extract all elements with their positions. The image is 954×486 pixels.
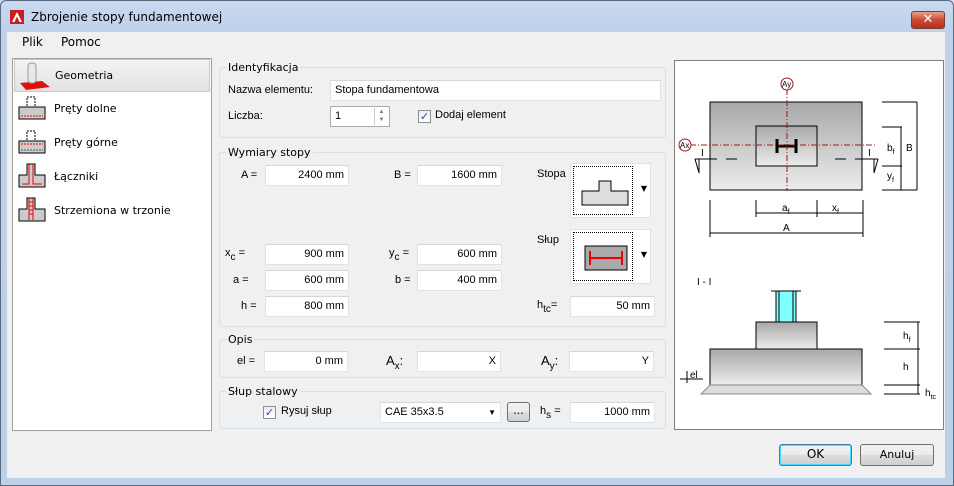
a-input[interactable]: 600 mm [265,270,349,291]
nav-item-prety-gorne[interactable]: Pręty górne [14,127,210,160]
yf-label: yf [887,171,894,184]
column-type-label: Słup [537,234,560,246]
h-dimension-label: h [903,362,909,373]
footing-type-picker[interactable]: ▼ [570,163,651,218]
identification-title: Identyfikacja [226,61,301,74]
ax-label: Ax: [386,353,404,372]
nav-label: Strzemiona w trzonie [54,204,171,217]
ok-button[interactable]: OK [779,444,852,466]
htc-label: htc= [537,299,558,315]
footing-shape-icon [581,180,629,206]
draw-column-label: Rysuj słup [281,405,332,417]
profile-select[interactable]: CAE 35x3.5 ▼ [380,402,501,423]
close-button[interactable]: ✕ [911,11,945,29]
column-type-picker[interactable]: ▼ [570,229,651,284]
nav-label: Pręty dolne [54,102,117,115]
nav-label: Łączniki [54,170,99,183]
identification-group [219,67,666,138]
pedestal-elevation [755,321,818,350]
menu-help[interactable]: Pomoc [61,35,101,49]
B-input[interactable]: 1600 mm [417,165,502,186]
A-input[interactable]: 2400 mm [265,165,349,186]
el-dimension-label: el [690,370,698,381]
nav-item-laczniki[interactable]: Łączniki [14,161,210,194]
footing-type-label: Stopa [537,168,566,180]
hf-label: hf [903,331,911,344]
count-label: Liczba: [228,110,263,122]
htc-dimension-label: htc [925,388,937,401]
A-label: A = [241,169,258,181]
bottom-bars-icon [18,96,46,120]
section-mark-left: I [701,148,704,159]
profile-value: CAE 35x3.5 [385,406,444,418]
af-label: af [782,203,790,216]
steel-column-title: Słup stalowy [226,385,300,398]
nav-item-prety-dolne[interactable]: Pręty dolne [14,93,210,126]
description-title: Opis [226,333,255,346]
browse-profile-button[interactable]: ... [507,402,530,422]
title-bar[interactable]: Zbrojenie stopy fundamentowej ✕ [1,1,953,33]
nav-item-strzemiona[interactable]: Strzemiona w trzonie [14,195,210,228]
dimensions-title: Wymiary stopy [226,146,313,159]
steel-column-section-icon [584,245,628,271]
window-title: Zbrojenie stopy fundamentowej [31,10,223,24]
chevron-down-icon[interactable]: ▼ [640,184,647,193]
autocad-app-icon [10,10,24,24]
yc-input[interactable]: 600 mm [417,244,502,265]
ay-input[interactable]: Y [569,351,654,372]
footing-elevation [709,348,863,386]
cancel-button[interactable]: Anuluj [860,444,934,466]
h-label: h = [241,300,257,312]
el-input[interactable]: 0 mm [264,351,348,372]
element-name-input[interactable]: Stopa fundamentowa [330,80,661,101]
chevron-down-icon[interactable]: ▼ [488,408,496,417]
htc-input[interactable]: 50 mm [570,296,655,317]
A-dimension-label: A [783,223,790,234]
connectors-icon [18,163,46,188]
menu-file[interactable]: Plik [22,35,43,49]
chevron-down-icon[interactable]: ▼ [640,250,647,259]
category-list: Geometria Pręty dolne Pręty górne Łączni… [12,58,212,431]
ay-label: Ay: [541,353,559,372]
footing-preview-drawing: Ay Ax I I af xf A B bf yf I - I hf h htc… [674,60,944,430]
hs-label: hs = [540,405,561,421]
add-element-checkbox[interactable]: ✓ [418,110,431,123]
top-bars-icon [18,130,46,154]
lean-concrete [699,384,873,395]
nav-label: Geometria [55,69,114,82]
axis-x-marker: Ax [680,141,689,150]
b-input[interactable]: 400 mm [417,270,502,291]
nav-label: Pręty górne [54,136,118,149]
a-label: a = [233,274,249,286]
section-mark-right: I [868,148,871,159]
ax-input[interactable]: X [417,351,501,372]
add-element-label: Dodaj element [435,109,506,121]
nav-item-geometria[interactable]: Geometria [14,59,210,92]
xc-label: xc = [225,247,245,263]
spinner-arrows-icon[interactable]: ▲▼ [374,108,388,125]
b-label: b = [395,274,411,286]
axis-y-marker: Ay [782,80,791,89]
footing-geometry-icon [20,62,50,90]
el-label: el = [237,355,256,367]
column-type-frame [573,232,633,281]
stirrups-icon [18,197,46,222]
yc-label: yc = [389,247,409,263]
count-spinner[interactable]: 1 ▲▼ [330,106,390,127]
B-label: B = [394,169,411,181]
hs-input[interactable]: 1000 mm [570,402,655,423]
element-name-label: Nazwa elementu: [228,84,313,96]
count-value: 1 [335,110,342,122]
h-input[interactable]: 800 mm [265,296,349,317]
xf-label: xf [832,203,839,216]
footing-type-frame [573,166,633,215]
section-title: I - I [697,277,711,288]
draw-column-checkbox[interactable]: ✓ [263,406,276,419]
B-dimension-label: B [906,143,913,154]
xc-input[interactable]: 900 mm [265,244,349,265]
bf-label: bf [887,143,895,156]
